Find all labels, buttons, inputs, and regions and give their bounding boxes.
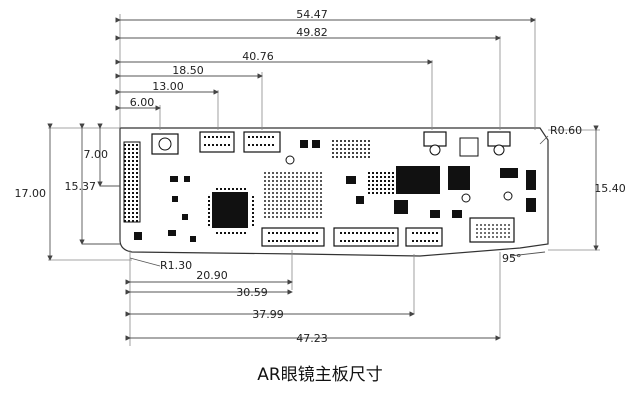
top-connector-2 [243, 131, 281, 153]
dim-top-18-50: 18.50 [172, 64, 204, 77]
component-cluster-right [396, 166, 440, 194]
dim-bottom-30-59: 30.59 [236, 286, 268, 299]
dim-top-54-47: 54.47 [296, 8, 328, 21]
top-connector-1 [199, 131, 235, 153]
dim-top-49-82: 49.82 [296, 26, 328, 39]
left-connector [123, 141, 141, 223]
dim-top-13-00: 13.00 [152, 80, 184, 93]
dim-right-15-40: 15.40 [594, 182, 626, 195]
dim-left-17-00: 17.00 [15, 187, 47, 200]
top-dimension-lines [115, 17, 536, 111]
bottom-dimension-lines [125, 251, 546, 341]
main-processor [212, 192, 248, 228]
bottom-connector-1 [261, 227, 325, 247]
dim-bottom-47-23: 47.23 [296, 332, 328, 345]
dim-bottom-r1-30: R1.30 [160, 259, 192, 272]
component-cluster-mid [262, 172, 322, 218]
top-right-jack-1 [423, 131, 447, 147]
dim-bottom-20-90: 20.90 [196, 269, 228, 282]
dim-top-6-00: 6.00 [130, 96, 155, 109]
bottom-connector-2 [333, 227, 399, 247]
top-right-jack-2 [487, 131, 511, 147]
bottom-connector-3 [405, 227, 443, 247]
board-components [123, 131, 536, 247]
dim-left-7-00: 7.00 [84, 148, 109, 161]
dim-bottom-37-99: 37.99 [252, 308, 284, 321]
corner-radius-leader [539, 135, 549, 145]
dim-angle-95: 95° [502, 252, 522, 265]
dim-left-15-37: 15.37 [65, 180, 97, 193]
dim-top-40-76: 40.76 [242, 50, 274, 63]
diagram-title: AR眼镜主板尺寸 [257, 365, 383, 385]
dim-corner-radius: R0.60 [550, 124, 582, 137]
left-dimension-lines [47, 123, 120, 261]
